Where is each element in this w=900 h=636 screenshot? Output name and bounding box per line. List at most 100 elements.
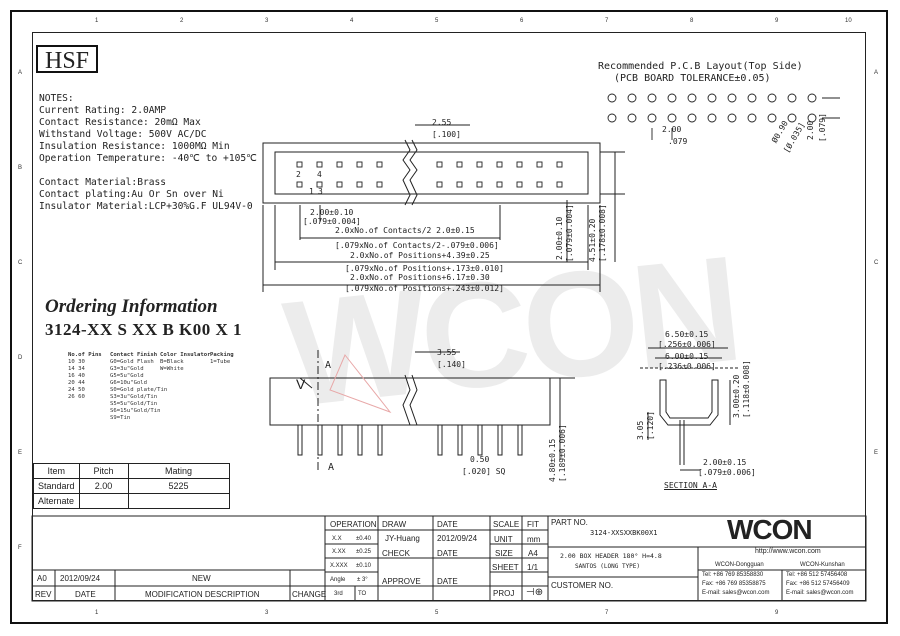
ordering-code: 3124-XX S XX B K00 X 1 <box>45 320 243 339</box>
section-a-a-label: SECTION A-A <box>664 481 717 490</box>
tb-date: DATE <box>437 520 458 529</box>
note-contact-material: Contact Material:Brass <box>39 177 167 188</box>
dim-451: 4.51±0.20 <box>588 218 597 262</box>
notes: NOTES: Current Rating: 2.0AMP Contact Re… <box>39 93 257 213</box>
tb-size: SIZE <box>495 549 513 558</box>
note-operation-temperature: Operation Temperature: -40℃ to +105℃ <box>39 153 257 164</box>
dim-355: 3.55 <box>437 348 457 357</box>
zone-col-6: 6 <box>520 18 524 24</box>
dim-236: [.236±0.006] <box>658 362 716 371</box>
tb-sheet-value: 1/1 <box>527 563 539 572</box>
item-cell: 2.00 <box>78 478 129 494</box>
option-contact-finish-item: S3=3u"Gold/Tin <box>110 394 158 400</box>
pcb-layout-tolerance: (PCB BOARD TOLERANCE±0.05) <box>614 73 771 84</box>
tb-angle-mark: TO <box>358 591 367 597</box>
tb-desc-2: SANTOS (LONG TYPE) <box>575 563 641 570</box>
break-mark-side <box>402 374 411 426</box>
option-color-header: Color Insulator <box>160 352 211 358</box>
rev-a0-date: 2012/09/24 <box>60 574 101 583</box>
option-contact-finish-item: G3=3u"Gold <box>110 366 144 372</box>
pin-grid <box>296 161 563 188</box>
tb-part-no-label: PART NO. <box>551 518 588 527</box>
pcb-hole-grid <box>607 93 840 140</box>
option-no-pins-item: 16 40 <box>68 373 85 379</box>
dim-189: [.189±0.006] <box>558 424 567 482</box>
tb-third-angle: 3rd <box>334 591 343 597</box>
dim-305: 3.05 <box>636 420 645 440</box>
projection-symbol-icon: ⊣⊕ <box>526 587 544 598</box>
tb-sheet: SHEET <box>492 563 519 572</box>
zone-row-a-right: A <box>874 70 879 76</box>
zone-row-f: F <box>18 545 22 551</box>
tb-xxx: X.XX <box>332 549 346 555</box>
option-contact-finish-item: S6=15u"Gold/Tin <box>110 408 161 414</box>
note-withstand-voltage: Withstand Voltage: 500V AC/DC <box>39 129 207 140</box>
section-marker-v <box>299 377 313 389</box>
tb-date-value: 2012/09/24 <box>437 534 478 543</box>
option-no-pins-item: 24 50 <box>68 387 85 393</box>
zone-col-1: 1 <box>95 18 99 24</box>
tb-draw-by: JY-Huang <box>385 534 420 543</box>
zone-row-c: C <box>18 260 23 266</box>
dim-050: 0.50 <box>470 455 490 464</box>
item-cell <box>127 493 230 509</box>
dim-pos2: 2.0xNo.of Positions+6.17±0.30 <box>350 273 490 282</box>
dim-255: 2.55 <box>432 118 452 127</box>
tb-ks-name: WCON-Kunshan <box>800 562 845 568</box>
option-contact-finish-item: S0=Gold plate/Tin <box>110 387 168 393</box>
rev-mod-desc-header: MODIFICATION DESCRIPTION <box>145 590 260 599</box>
tb-ks-tel: Tel: +86 512 57456408 <box>786 572 848 578</box>
tb-approve: APPROVE <box>382 577 421 586</box>
section-label-a-bottom: A <box>328 462 335 473</box>
side-view-body <box>269 377 551 426</box>
tb-dg-tel: Tel: +86 769 85358830 <box>702 572 764 578</box>
zone-col-10: 10 <box>845 18 852 24</box>
dim-200-v: 2.00±0.10 <box>555 216 564 260</box>
item-header-pitch: Pitch <box>78 463 129 479</box>
dim-pos1-in: [.079xNo.of Positions+.173±0.010] <box>345 264 504 273</box>
zone-col-7: 7 <box>605 18 609 24</box>
option-color: Color Insulator B=Black W=White <box>160 352 211 373</box>
option-no-pins-header: No.of Pins <box>68 352 102 358</box>
title-block-grid <box>31 515 867 602</box>
tb-customer-no: CUSTOMER NO. <box>551 581 614 590</box>
zone-row-e: E <box>18 450 23 456</box>
table-row: Item Pitch Mating <box>33 463 230 479</box>
table-row: Standard 2.00 5225 <box>33 478 230 494</box>
item-header-mating: Mating <box>127 463 230 479</box>
tb-proj: PROJ <box>493 589 515 598</box>
break-mark-top <box>402 139 411 206</box>
pcb-dim-200-v: 2.00 <box>806 120 815 140</box>
dim-079-v: [.079±0.004] <box>565 204 574 262</box>
item-cell <box>78 493 129 509</box>
pcb-layout-heading: Recommended P.C.B Layout(Top Side) (PCB … <box>598 61 803 85</box>
hsf-logo: HSF <box>36 45 98 74</box>
tb-scale: SCALE <box>493 520 520 529</box>
note-contact-resistance: Contact Resistance: 20mΩ Max <box>39 117 201 128</box>
dim-140: [.140] <box>437 360 466 369</box>
tb-ks-mail: E-mail: sales@wcon.com <box>786 590 854 596</box>
header-top-view-outline <box>262 142 601 204</box>
dim-200-top: 2.00±0.10 <box>310 208 354 217</box>
zone-row-c-right: C <box>874 260 879 266</box>
table-row: Alternate <box>33 493 230 509</box>
pcb-dim-079: .079 <box>668 137 688 146</box>
pcb-layout-title: Recommended P.C.B Layout(Top Side) <box>598 61 803 72</box>
dim-contacts: 2.0xNo.of Contacts/2 2.0±0.15 <box>335 226 475 235</box>
dim-079-top: [.079±0.004] <box>303 217 361 226</box>
highlight-triangle <box>329 354 392 414</box>
option-contact-finish: Contact Finish G0=Gold Flash G3=3u"Gold … <box>110 352 167 422</box>
section-view <box>640 347 740 471</box>
rev-a0: A0 <box>37 574 47 583</box>
rev-header: REV <box>35 590 52 599</box>
tb-dg-fax: Fax: +86 769 85358875 <box>702 581 766 587</box>
tb-desc-1: 2.00 BOX HEADER 180° H=4.8 <box>560 552 662 560</box>
option-packing-item: 1=Tube <box>210 359 231 365</box>
dim-300: 3.00±0.20 <box>732 374 741 418</box>
option-contact-finish-item: S5=5u"Gold/Tin <box>110 401 158 407</box>
tb-url: http://www.wcon.com <box>755 548 821 555</box>
pcb-dim-079-v: [.079] <box>818 113 827 142</box>
item-cell: Alternate <box>33 493 80 509</box>
option-packing: Packing 1=Tube <box>210 352 234 366</box>
zone-col-5-bottom: 5 <box>435 610 439 616</box>
